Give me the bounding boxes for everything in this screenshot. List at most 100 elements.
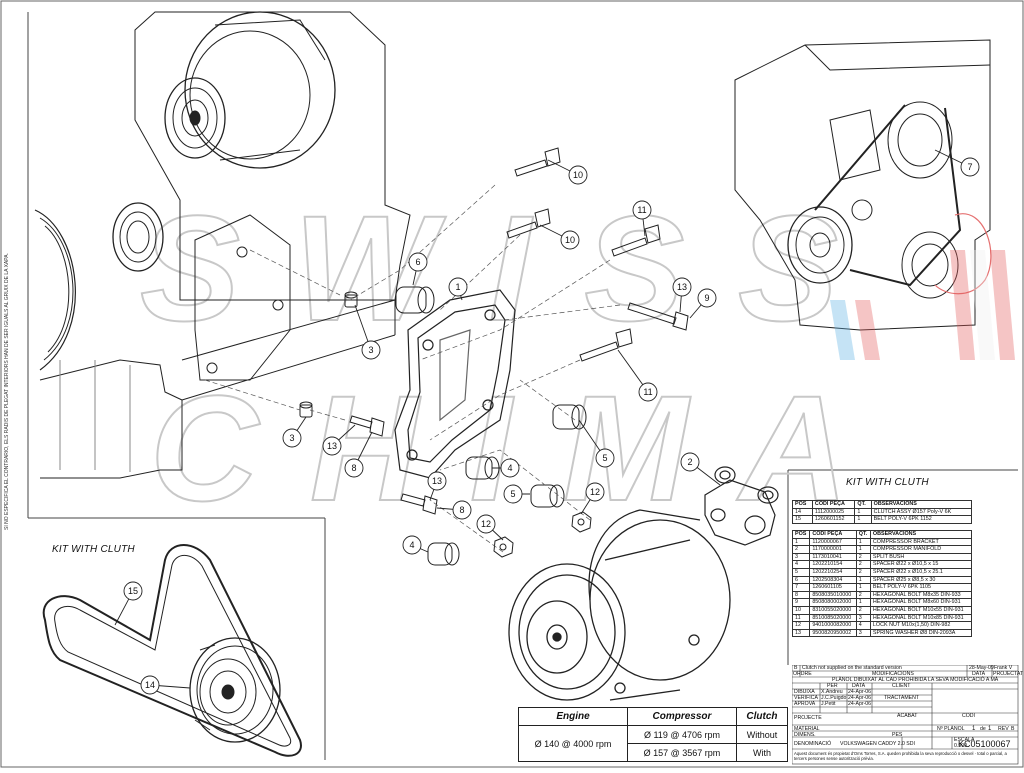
kit-table-header-cell: POS <box>792 500 813 509</box>
sheet-de: de <box>980 726 986 732</box>
compressor <box>508 509 731 701</box>
balloon-circle <box>585 482 605 502</box>
n-planol-label: Nº PLÀNOL <box>937 726 965 732</box>
dibuixa-date: 24-Apr-06 <box>848 689 872 695</box>
parts-table-cell: 2 <box>855 605 871 615</box>
parts-table-cell: SPACER Ø25 x Ø8,5 x 30 <box>869 575 973 585</box>
balloon-circle <box>632 200 652 220</box>
parts-table-cell: SPLIT BUSH <box>869 552 973 562</box>
balloon-circle <box>680 452 700 472</box>
kit-table-cell: 1 <box>854 507 872 517</box>
engine-block <box>34 11 411 479</box>
balloon-circle <box>123 581 143 601</box>
kit-table-header-cell: OBSERVACIONS <box>870 500 973 509</box>
verifica-name: J.C.Puigdo <box>821 695 847 701</box>
balloon-label: 2 <box>687 457 692 467</box>
sheet-total: 1 <box>988 726 992 732</box>
title-block: B Clutch not supplied on the standard ve… <box>792 665 1023 765</box>
balloon-circle <box>568 165 588 185</box>
kit-table-cell: BELT POLY-V 6PK 1152 <box>870 515 973 524</box>
parts-table-cell: 1 <box>855 583 871 592</box>
parts-table-cell: 12 <box>791 621 811 630</box>
balloon-circle <box>500 458 520 478</box>
parts-table-cell: 4 <box>791 560 811 569</box>
balloon-circle <box>638 382 658 402</box>
rev-value: B <box>1011 726 1015 732</box>
bearing <box>112 202 164 272</box>
dibuixa-name: X.Andreu <box>821 689 843 695</box>
balloon-label: 4 <box>507 463 512 473</box>
spacers <box>395 286 587 566</box>
balloon-circle <box>476 514 496 534</box>
kit-table-cell: 1260601152 <box>811 515 856 524</box>
parts-table-cell: 2 <box>791 545 811 554</box>
balloon-label: 13 <box>432 476 442 486</box>
spec-clutch-1: Without <box>735 725 789 744</box>
parts-table-header-cell: POS <box>791 530 811 539</box>
mod-header-order: ORDRE <box>793 671 812 677</box>
parts-table-cell: 3 <box>791 552 811 562</box>
parts-table-cell: 7 <box>791 583 811 592</box>
parts-table-cell: 1202210154 <box>809 560 857 569</box>
balloon-label: 5 <box>602 453 607 463</box>
kit-table-cell: 14 <box>792 507 813 517</box>
parts-table-cell: 9500820950002 <box>809 628 857 638</box>
parts-table-cell: 13 <box>791 628 811 638</box>
kit-table-header-cell: QT. <box>854 500 872 509</box>
spec-table: Engine Compressor Clutch Ø 140 @ 4000 rp… <box>518 707 789 762</box>
balloon-circle <box>595 448 615 468</box>
acabat-label: ACABAT <box>897 713 918 719</box>
compressor-manifold <box>704 466 779 546</box>
balloon-label: 6 <box>415 257 420 267</box>
parts-table-cell: 1260601105 <box>809 583 857 592</box>
balloon-label: 11 <box>637 205 646 215</box>
parts-table-cell: 1202508304 <box>809 575 857 585</box>
parts-table-cell: 6 <box>791 575 811 585</box>
parts-table-cell: 3 <box>855 628 871 638</box>
verifica-label: VERIFICA <box>794 695 818 701</box>
balloon-circle <box>960 157 980 177</box>
parts-table-cell: 1173010041 <box>809 552 857 562</box>
balloon-label: 13 <box>677 282 687 292</box>
parts-table-cell: 1120000067 <box>809 537 857 547</box>
parts-table-cell: 9 <box>791 598 811 607</box>
kit-table-header-cell: CODI PEÇA <box>811 500 856 509</box>
denominacio-label: DENOMINACIÓ <box>794 741 832 747</box>
sheet-number: 1 <box>972 726 976 732</box>
projecte-label: PROJECTE <box>794 715 822 721</box>
mod-order: B <box>794 665 798 671</box>
side-note: SI NO ESPECIFICA EL CONTRARIO, ELS RADIS… <box>4 253 10 530</box>
parts-table-cell: COMPRESSOR MANIFOLD <box>869 545 973 554</box>
parts-table-cell: 8310055020000 <box>809 605 857 615</box>
kit-title-left: KIT WITH CLUTH <box>52 544 135 555</box>
parts-table-cell: SPRING WASHER Ø8 DIN-2093A <box>869 628 973 638</box>
compressor-highlight <box>934 213 992 295</box>
balloon-circle <box>697 288 717 308</box>
balloon-circle <box>452 500 472 520</box>
parts-table-header-cell: OBSERVACIONS <box>869 530 973 539</box>
watermark: SWISS CHIMA <box>139 183 849 533</box>
kit-table-cell: 1112000025 <box>811 507 856 517</box>
parts-table-cell: 1 <box>855 545 871 554</box>
lock-nuts <box>493 511 592 558</box>
balloon-circle <box>427 471 447 491</box>
aprova-label: APROVA <box>794 701 816 707</box>
alternator <box>164 11 336 169</box>
mod-author: Frank V <box>994 665 1013 671</box>
balloon-circle <box>448 277 468 297</box>
spec-engine-value: Ø 140 @ 4000 rpm <box>518 725 628 762</box>
balloon-circle <box>672 277 692 297</box>
kit-title-right: KIT WITH CLUTH <box>846 477 929 488</box>
material-label: MATERIAL <box>794 726 820 732</box>
client-label: CLIENT <box>892 683 911 689</box>
denominacio-value: VOLKSWAGEN CADDY 2.0 SDI <box>840 741 915 747</box>
balloon-circle <box>282 428 302 448</box>
